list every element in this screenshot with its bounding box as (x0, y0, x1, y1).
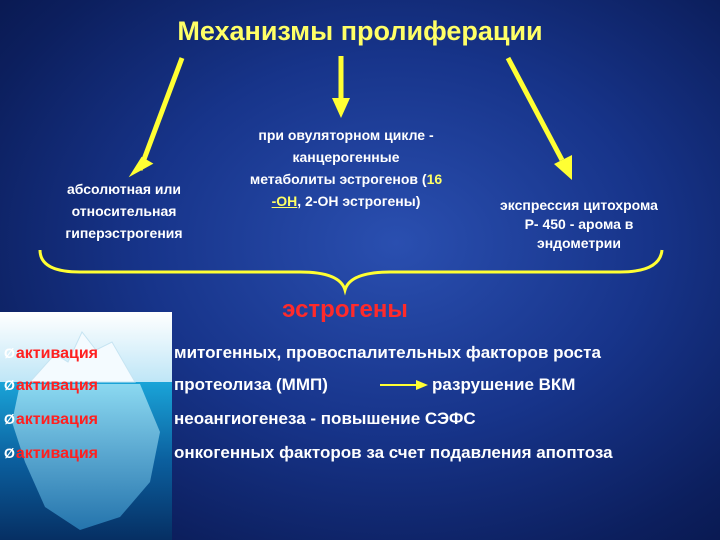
row-4-label: Øактивация (4, 442, 170, 465)
row-4-text: онкогенных факторов за счет подавления а… (174, 443, 613, 462)
check-arrow-icon: Ø (4, 377, 15, 393)
row-3-label-text: активация (15, 411, 98, 428)
estrogens-label: эстрогены (282, 296, 408, 323)
row-2-arrow-target: разрушение ВКМ (432, 375, 576, 394)
row-3-label: Øактивация (4, 408, 170, 431)
iceberg-image (0, 312, 172, 540)
right-line-2: Р- 450 - арома в (524, 216, 634, 232)
center-line-4-a: -ОН (271, 193, 298, 209)
center-line-4: -ОН, 2-ОН эстрогены) (212, 190, 480, 212)
check-arrow-icon: Ø (4, 445, 15, 461)
center-line-3-a: метаболиты эстрогенов ( (249, 171, 427, 187)
row-2-text: протеолиза (ММП) (174, 375, 328, 394)
right-line-1: экспрессия цитохрома (500, 197, 658, 213)
row-2-label: Øактивация (4, 374, 170, 397)
row-3-text: неоангиогенеза - повышение СЭФС (174, 409, 476, 428)
arrow-left (137, 57, 185, 171)
curly-brace (38, 249, 664, 296)
arrow-left-head (128, 156, 154, 178)
left-line-1: абсолютная или (66, 181, 181, 197)
center-line-2: канцерогенные (292, 149, 400, 165)
center-line-4-b: , 2-ОН эстрогены) (297, 193, 421, 209)
left-branch-text: абсолютная или относительная гиперэстрог… (34, 178, 214, 244)
arrow-center-head (332, 98, 350, 118)
left-line-2: относительная (71, 203, 177, 219)
center-line-1: при овуляторном цикле - (258, 127, 434, 143)
center-line-3-b: 16 (426, 171, 443, 187)
slide-title: Механизмы пролиферации (177, 16, 543, 46)
arrow-right (505, 56, 565, 162)
arrow-right-head (554, 155, 572, 180)
row-1-text: митогенных, провоспалительных факторов р… (174, 343, 601, 362)
left-line-3: гиперэстрогения (65, 225, 183, 241)
right-branch-text: экспрессия цитохрома Р- 450 - арома в эн… (470, 196, 688, 253)
row-2-label-text: активация (15, 377, 98, 394)
row-4-label-text: активация (15, 445, 98, 462)
check-arrow-icon: Ø (4, 345, 15, 361)
center-line-3: метаболиты эстрогенов (16 (212, 168, 480, 190)
check-arrow-icon: Ø (4, 411, 15, 427)
row-1-label: Øактивация (4, 342, 170, 365)
row-1-label-text: активация (15, 345, 98, 362)
center-branch-text: при овуляторном цикле - канцерогенные ме… (212, 124, 480, 212)
right-line-3: эндометрии (536, 235, 622, 251)
row-arrow-head (416, 380, 428, 390)
